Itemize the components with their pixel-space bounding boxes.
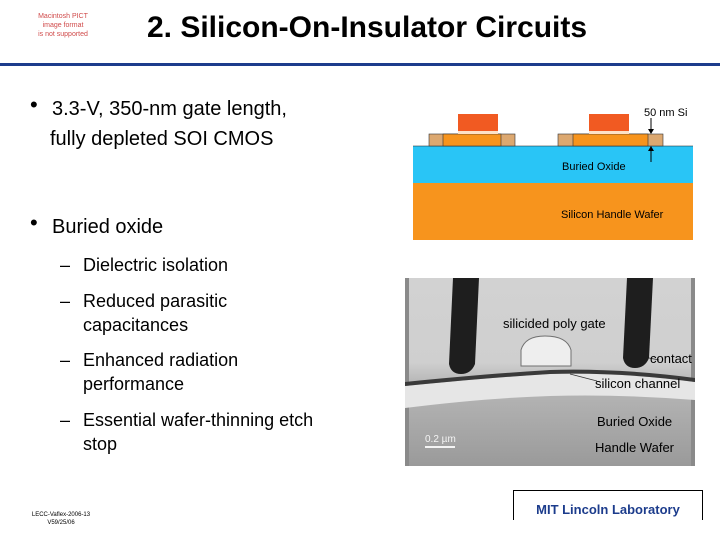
- sub-bullet-text-line: performance: [83, 374, 185, 394]
- tem-gate-label: silicided poly gate: [503, 316, 606, 331]
- sub-bullet-marker: –: [60, 255, 71, 275]
- sub-bullet-text-line: Reduced parasitic: [83, 291, 228, 311]
- sub-bullet-text-line: Enhanced radiation: [83, 350, 239, 370]
- tem-scale-bar: [425, 446, 455, 448]
- source-drain-left: [442, 133, 502, 147]
- tem-wafer-label: Handle Wafer: [595, 440, 674, 455]
- tem-contact-label: contact: [650, 351, 692, 366]
- bullet-marker: •: [30, 210, 38, 235]
- si-thickness-arrowhead-bottom: [648, 146, 654, 151]
- bullet-buried-oxide: • Buried oxide: [30, 211, 330, 241]
- gate-oxide-left: [458, 131, 498, 134]
- tem-channel-label: silicon channel: [595, 376, 681, 391]
- tem-frame-edge-right: [691, 278, 695, 466]
- tem-channel-leader: [569, 373, 598, 382]
- tem-oxide-label: Buried Oxide: [597, 414, 673, 429]
- bullet-marker: •: [30, 92, 38, 117]
- handle-wafer-layer: [413, 183, 693, 240]
- bullet-text-line: fully depleted SOI CMOS: [50, 128, 274, 150]
- si-thickness-label: 50 nm Si: [644, 107, 687, 119]
- logo-placeholder-line: Macintosh PICT: [38, 13, 88, 20]
- soi-cross-section-diagram: 50 nm Si Buried Oxide Silicon Handle Waf…: [413, 107, 693, 240]
- footer-lab-banner: MIT Lincoln Laboratory: [513, 490, 703, 520]
- tem-poly-gate: [520, 335, 572, 367]
- buried-oxide-layer: [413, 146, 693, 183]
- sub-bullet-text-line: Dielectric isolation: [83, 255, 229, 275]
- logo-placeholder: Macintosh PICT image format is not suppo…: [28, 12, 98, 48]
- sub-bullet-dielectric-isolation: – Dielectric isolation: [60, 253, 360, 277]
- gate-left: [458, 114, 498, 132]
- tem-contact-leader: [648, 357, 660, 361]
- sub-bullet-text-line: Essential wafer-thinning etch: [83, 410, 314, 430]
- gate-oxide-right: [589, 131, 629, 134]
- tem-silicon-film: [405, 369, 695, 386]
- bullet-text-line: 3.3-V, 350-nm gate length,: [52, 98, 287, 120]
- tem-oxide-band: [405, 373, 695, 408]
- tem-contact-left: [449, 278, 479, 374]
- bullet-soi-cmos: • 3.3-V, 350-nm gate length, fully deple…: [30, 93, 370, 151]
- footer-document-code: LECC-Vaflex-2006-13 V59/25/06: [26, 511, 96, 527]
- tem-frame-edge: [405, 278, 409, 466]
- si-thickness-arrowhead-top: [648, 129, 654, 134]
- handle-wafer-label: Silicon Handle Wafer: [561, 209, 664, 221]
- tem-contact-right: [623, 278, 653, 368]
- logo-placeholder-line: is not supported: [38, 31, 88, 38]
- sub-bullet-reduced-capacitances: – Reduced parasitic capacitances: [60, 289, 360, 337]
- sub-bullet-marker: –: [60, 291, 71, 311]
- sub-bullet-text-line: stop: [83, 434, 118, 454]
- footer-code-line: V59/25/06: [47, 520, 75, 526]
- sub-bullet-radiation-performance: – Enhanced radiation performance: [60, 348, 360, 396]
- footer-code-line: LECC-Vaflex-2006-13: [31, 512, 91, 518]
- logo-placeholder-line: image format: [42, 22, 84, 29]
- slide-title: 2. Silicon-On-Insulator Circuits: [146, 11, 588, 44]
- source-drain-right: [572, 133, 649, 147]
- tem-micrograph: silicided poly gate contact silicon chan…: [405, 278, 695, 466]
- title-divider: [0, 63, 720, 66]
- tem-scale-label: 0.2 µm: [425, 434, 456, 445]
- footer-lab-name: MIT Lincoln Laboratory: [536, 502, 680, 517]
- buried-oxide-label: Buried Oxide: [562, 161, 626, 173]
- sub-bullet-text-line: capacitances: [83, 315, 189, 335]
- bullet-text-line: Buried oxide: [52, 216, 164, 238]
- gate-right: [589, 114, 629, 132]
- sub-bullet-marker: –: [60, 350, 71, 370]
- tem-image: [405, 278, 695, 466]
- sub-bullet-etch-stop: – Essential wafer-thinning etch stop: [60, 408, 380, 456]
- sub-bullet-marker: –: [60, 410, 71, 430]
